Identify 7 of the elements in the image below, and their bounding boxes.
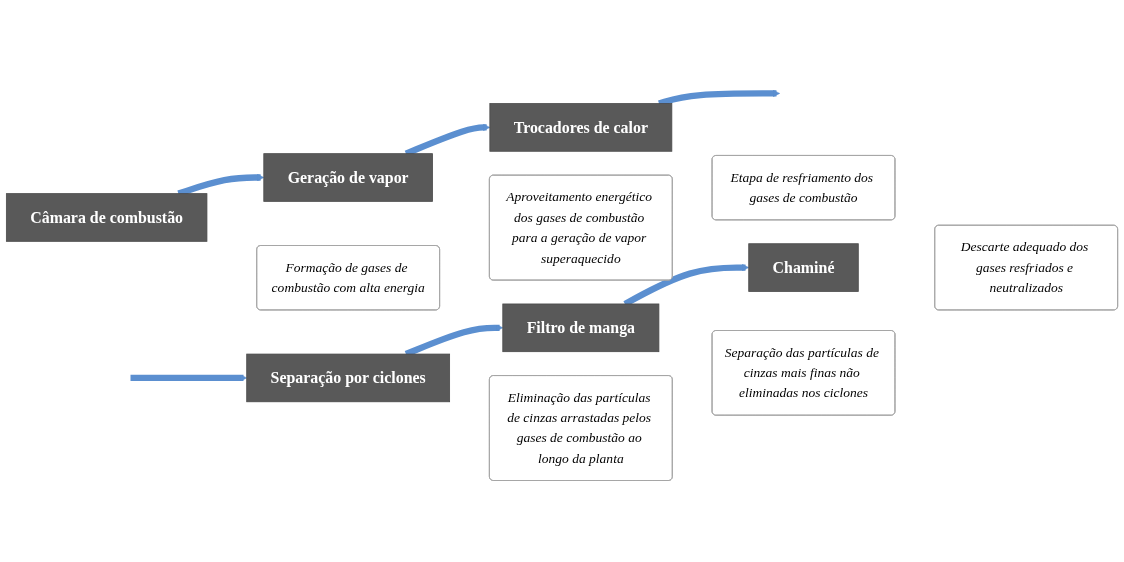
node-box: Chaminé xyxy=(748,243,859,292)
node-box: Geração de vapor xyxy=(263,153,433,202)
node-box: Trocadores de calor xyxy=(489,103,673,152)
node-box: Câmara de combustão xyxy=(5,193,208,242)
node-box: Separação por ciclones xyxy=(246,353,451,403)
node-box: Filtro de manga xyxy=(502,303,660,353)
arrow xyxy=(130,374,247,382)
